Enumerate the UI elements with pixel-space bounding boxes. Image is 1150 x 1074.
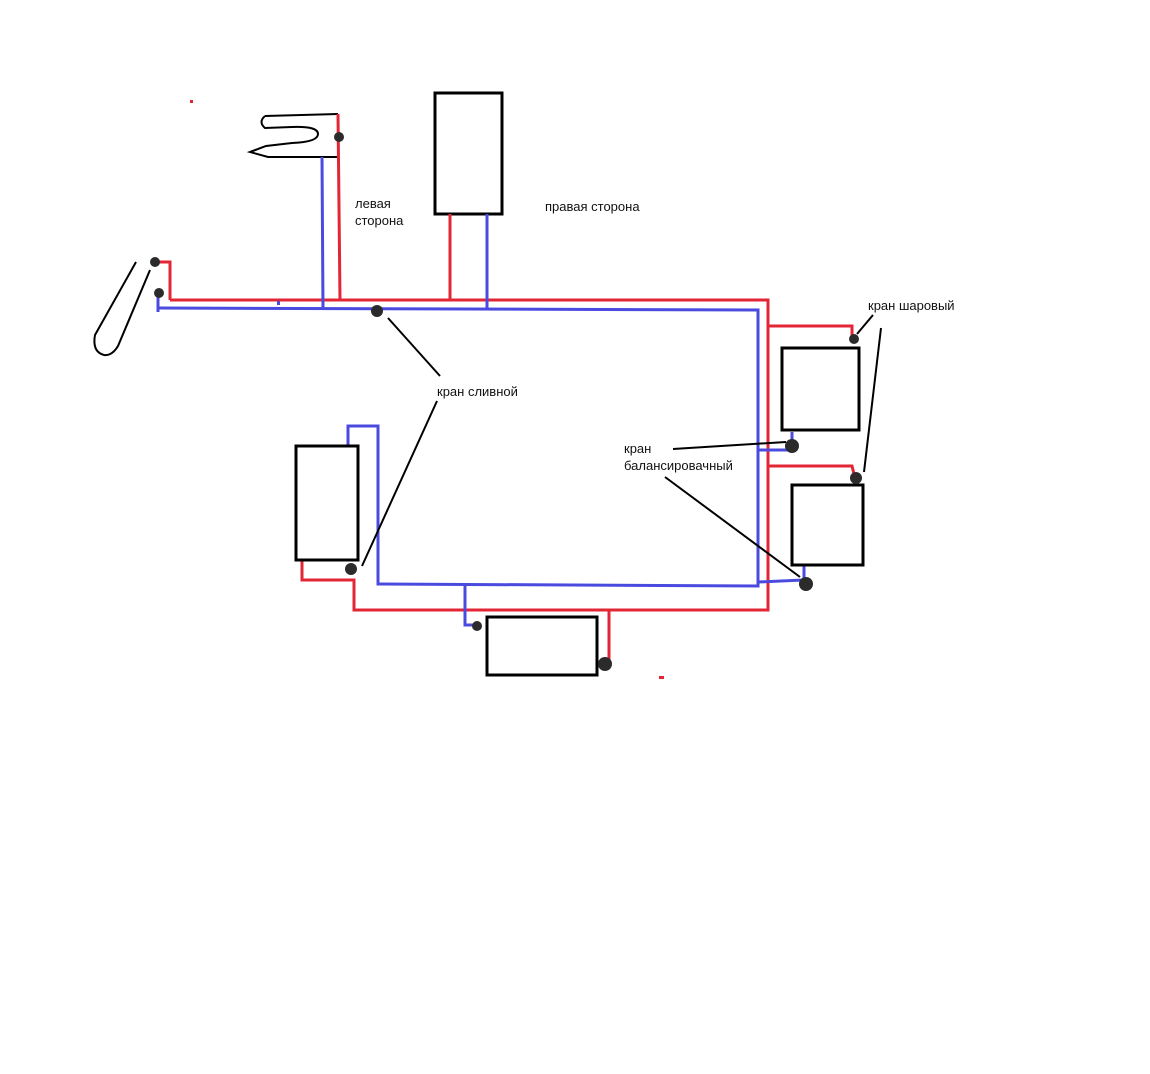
stray-mark-2 [659, 676, 664, 679]
left-side-label-line2: сторона [355, 213, 404, 228]
valve-faucet [334, 132, 344, 142]
radiator-right-bottom [790, 483, 865, 567]
balancing-valve-top [785, 439, 799, 453]
balancing-valve-leader-1 [672, 441, 787, 450]
stray-mark-1 [190, 100, 193, 103]
balancing-valve-bottom [799, 577, 813, 591]
main-supply-pipe [170, 298, 770, 612]
drain-valve-top [371, 305, 383, 317]
left-side-label-line1: левая [355, 196, 391, 211]
drain-valve-leader-1 [387, 317, 441, 377]
ball-valve-leader-1 [856, 314, 874, 335]
valve-boiler-return [154, 288, 164, 298]
radiator-bottom-return-pipe [463, 584, 478, 627]
faucet [246, 113, 339, 158]
faucet-supply-pipe [336, 113, 342, 301]
water-heater [433, 91, 504, 216]
balancing-valve-label-line2: балансировачный [624, 458, 733, 473]
boiler [93, 261, 151, 357]
right-side-label: правая сторона [545, 199, 640, 214]
left-side-label: левая сторона [355, 195, 403, 229]
faucet-return-pipe [320, 156, 325, 310]
radiator-bottom [485, 615, 599, 677]
radiator-bottom-supply-pipe [598, 610, 611, 666]
drain-valve-label: кран сливной [437, 384, 518, 399]
balancing-valve-label: кран балансировачный [624, 440, 733, 474]
valve-radiator-bottom-left [472, 621, 482, 631]
valve-boiler-supply [150, 257, 160, 267]
valve-radiator-bottom-right [598, 657, 612, 671]
ball-valve-top [849, 334, 859, 344]
stray-mark-3 [277, 301, 280, 305]
ball-valve-leader-2 [863, 327, 882, 473]
drain-valve-leader-2 [361, 400, 438, 567]
radiator-left [294, 444, 360, 562]
balancing-valve-leader-2 [664, 476, 801, 578]
radiator-right-bottom-supply-pipe [768, 464, 857, 479]
radiator-right-top-supply-pipe [768, 324, 854, 338]
balancing-valve-label-line1: кран [624, 441, 652, 456]
main-return-pipe [157, 306, 760, 588]
ball-valve-bottom [850, 472, 862, 484]
ball-valve-label: кран шаровый [868, 298, 955, 313]
radiator-right-top [780, 346, 861, 432]
drain-valve-left [345, 563, 357, 575]
